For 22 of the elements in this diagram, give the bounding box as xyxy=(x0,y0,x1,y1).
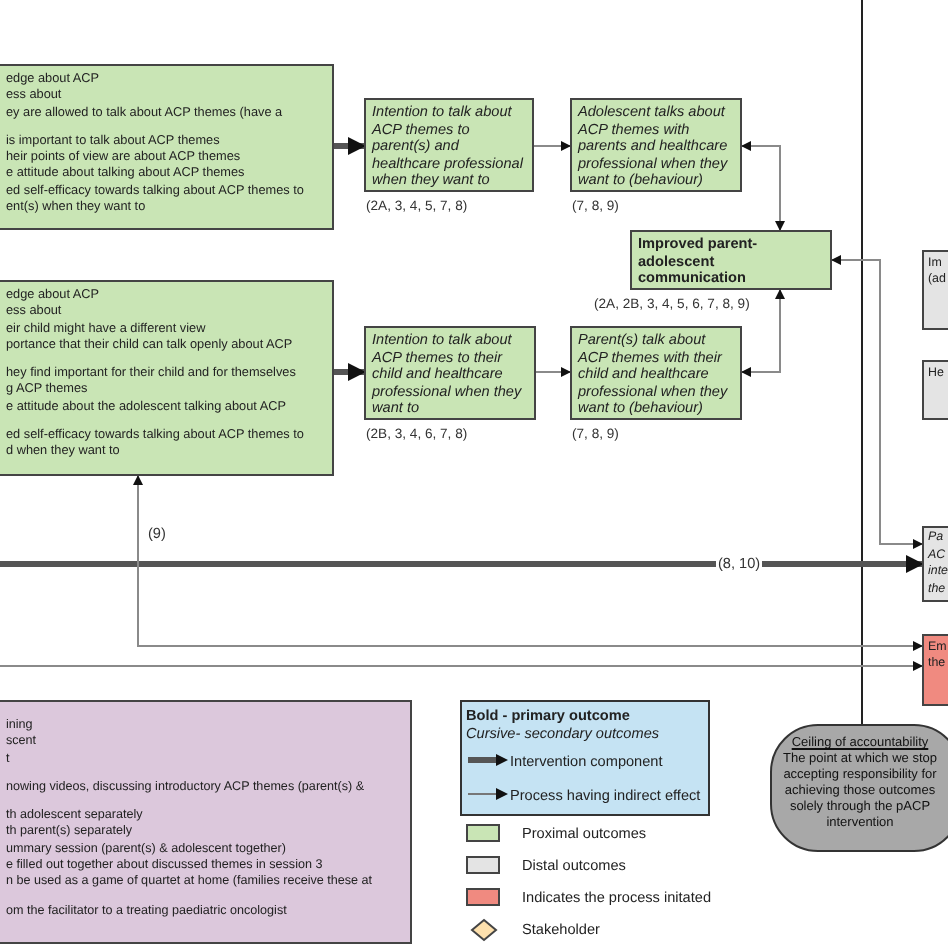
outcome-box xyxy=(922,250,948,330)
outcome-box xyxy=(0,64,334,230)
thick-arrow xyxy=(334,363,366,381)
rounded-note xyxy=(770,724,948,852)
outcome-box xyxy=(630,230,832,290)
outcome-box xyxy=(0,700,412,944)
thick-arrow xyxy=(0,555,924,573)
outcome-box xyxy=(0,280,334,476)
outcome-box xyxy=(570,98,742,192)
outcome-box xyxy=(364,326,536,420)
outcome-box xyxy=(922,634,948,706)
arrow xyxy=(535,367,571,377)
arrow xyxy=(741,141,785,231)
arrow xyxy=(0,661,923,671)
outcome-box xyxy=(922,526,948,602)
arrow xyxy=(133,475,923,651)
arrow xyxy=(533,141,571,151)
outcome-box xyxy=(570,326,742,420)
arrow xyxy=(741,289,785,377)
thick-arrow xyxy=(334,137,366,155)
outcome-box xyxy=(922,360,948,420)
arrow xyxy=(831,255,923,549)
